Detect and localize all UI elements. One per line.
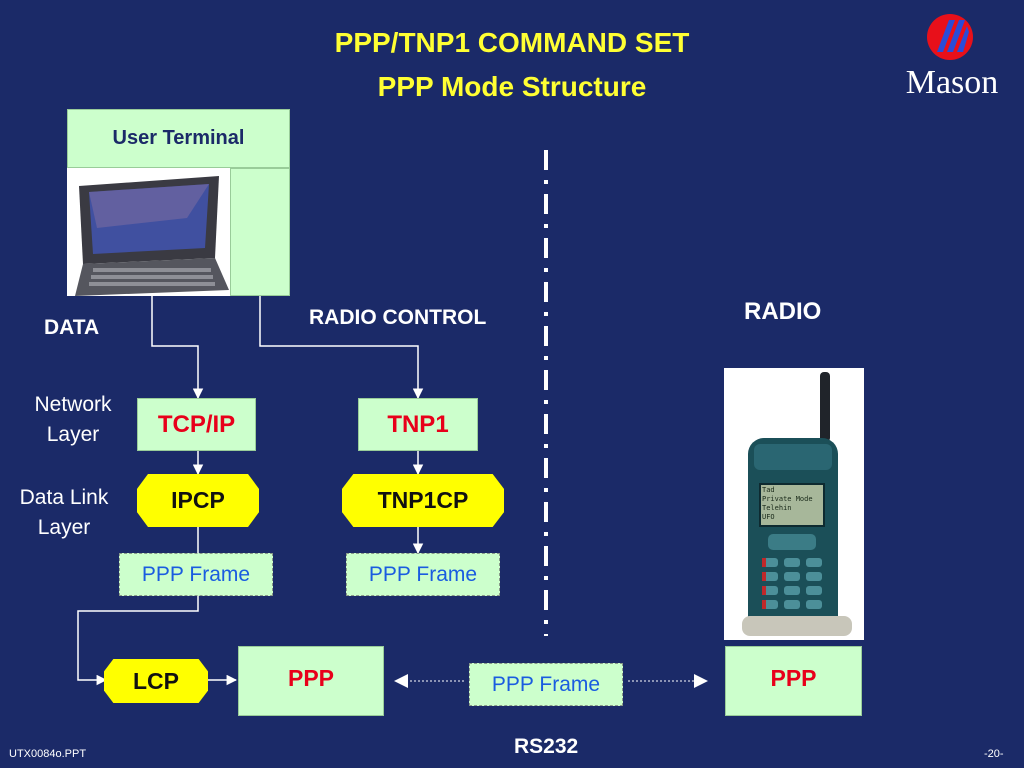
ppp-frame-mid: PPP Frame <box>346 553 500 596</box>
lcp-box: LCP <box>104 659 208 703</box>
mobile-phone-icon <box>742 372 852 636</box>
radio-control-label: RADIO CONTROL <box>309 306 487 329</box>
radio-image-area: Tad Private Mode Telehin UFO <box>724 368 864 640</box>
tnp1cp-box: TNP1CP <box>342 474 504 527</box>
laptop-icon <box>75 176 229 296</box>
ppp-frame-left: PPP Frame <box>119 553 273 596</box>
title-line-1: PPP/TNP1 COMMAND SET <box>334 27 690 58</box>
ipcp-box: IPCP <box>137 474 259 527</box>
data-link-layer-label: Data Link Layer <box>19 486 109 539</box>
rs232-label: RS232 <box>514 735 579 758</box>
tcpip-box: TCP/IP <box>137 398 256 451</box>
data-label: DATA <box>44 316 100 339</box>
footer-file-name: UTX0084o.PPT <box>9 748 87 760</box>
footer-page-number: -20- <box>984 748 1004 760</box>
terminal-side-panel <box>230 168 290 296</box>
ppp-radio-box: PPP <box>725 646 862 716</box>
phone-screen-text: Tad Private Mode Telehin UFO <box>762 486 813 521</box>
user-terminal-label: User Terminal <box>67 109 290 168</box>
mason-logo-text: Mason <box>905 64 999 101</box>
network-layer-label: Network Layer <box>34 393 112 446</box>
laptop-image-area <box>67 168 230 296</box>
tnp1-box: TNP1 <box>358 398 478 451</box>
title-line-2: PPP Mode Structure <box>377 71 647 102</box>
mason-logo-icon <box>925 12 975 62</box>
radio-label: RADIO <box>744 298 822 325</box>
ppp-terminal-box: PPP <box>238 646 384 716</box>
ppp-frame-link: PPP Frame <box>469 663 623 706</box>
